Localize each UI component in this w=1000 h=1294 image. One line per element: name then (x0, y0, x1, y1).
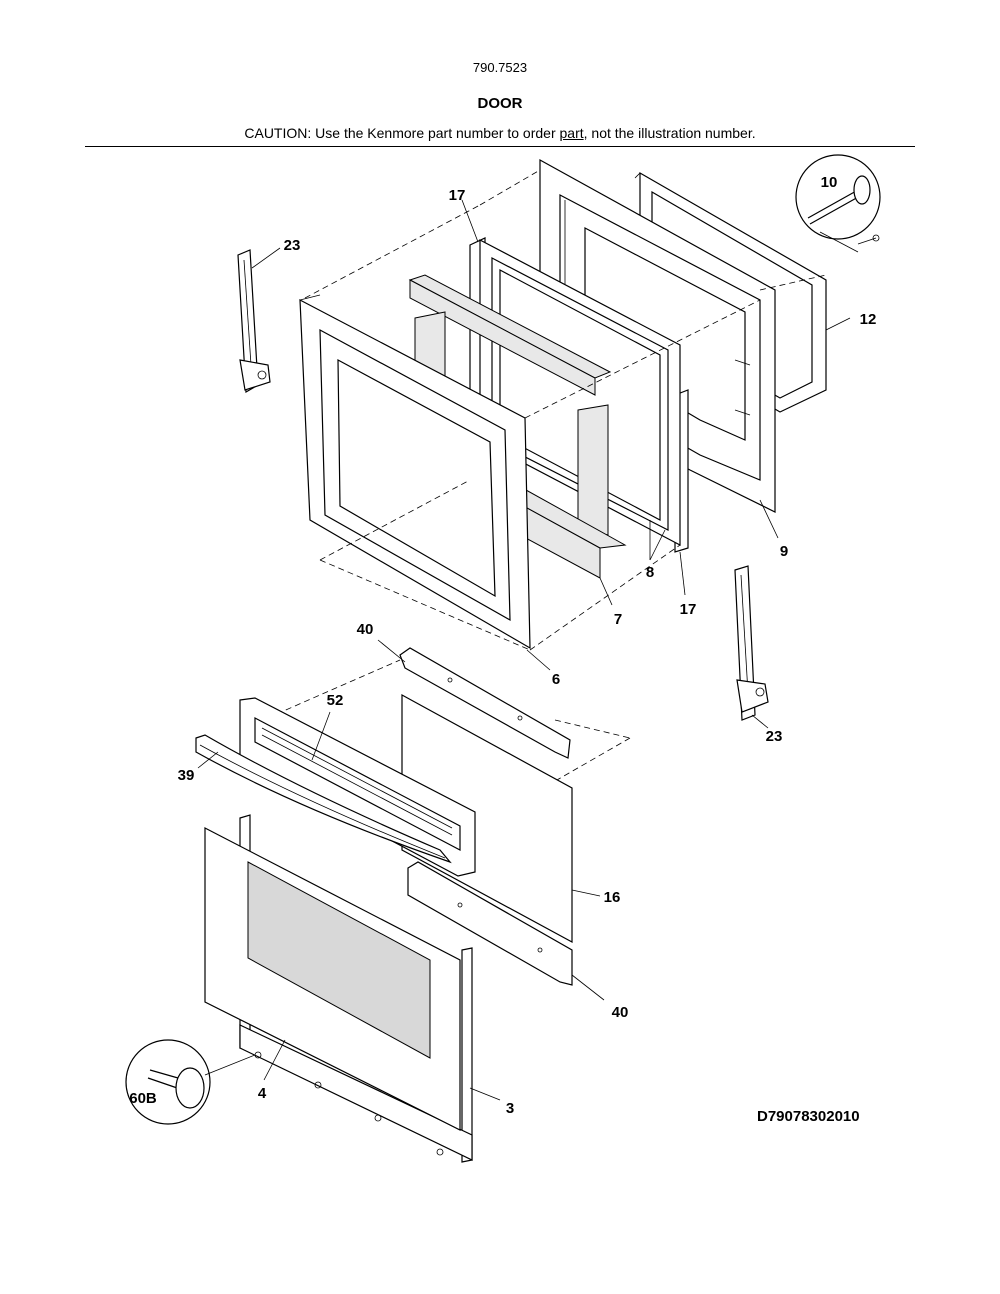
part-52-vent-trim (239, 697, 476, 877)
alignment-lines (239, 169, 827, 831)
callout-40-top: 40 (357, 621, 374, 638)
part-40-bracket-bottom (407, 861, 573, 986)
callouts: 10 17 23 12 9 8 7 17 40 6 52 23 39 16 40… (129, 174, 876, 1117)
caution-prefix: CAUTION: Use the Kenmore part number to … (244, 125, 560, 141)
part-39-handle (195, 734, 452, 864)
callout-40-bottom: 40 (612, 1004, 629, 1021)
callout-23-left: 23 (284, 237, 301, 254)
part-8-window-glass (479, 239, 681, 546)
callout-17-top: 17 (449, 187, 466, 204)
page-title: DOOR (477, 95, 523, 112)
part-40-bracket-top (399, 647, 571, 759)
header-divider (85, 146, 915, 147)
part-23-hinge-right (734, 565, 769, 721)
callout-3: 3 (506, 1100, 514, 1117)
callout-39: 39 (178, 767, 195, 784)
caution-note: CAUTION: Use the Kenmore part number to … (0, 125, 1000, 141)
callout-7: 7 (614, 611, 622, 628)
diagram-id: D79078302010 (757, 1108, 860, 1125)
leader-lines (197, 199, 851, 1101)
callout-6: 6 (552, 671, 560, 688)
callout-8: 8 (646, 564, 654, 581)
model-number: 790.7523 (472, 60, 528, 75)
callout-17-bottom: 17 (680, 601, 697, 618)
part-4-window-glass (247, 861, 431, 1059)
callout-4: 4 (258, 1085, 267, 1102)
part-60b-screw-detail (125, 1039, 444, 1156)
callout-16: 16 (604, 889, 621, 906)
part-10-screw-detail (795, 154, 881, 253)
callout-60b: 60B (129, 1090, 157, 1107)
caution-part-link[interactable]: part (559, 125, 584, 141)
callout-52: 52 (327, 692, 344, 709)
caution-suffix: , not the illustration number. (583, 125, 756, 141)
callout-10: 10 (821, 174, 838, 191)
part-23-hinge-left (237, 249, 271, 394)
callout-23-right: 23 (766, 728, 783, 745)
part-6-inner-frame (299, 294, 531, 650)
callout-12: 12 (860, 311, 877, 328)
callout-9: 9 (780, 543, 788, 560)
